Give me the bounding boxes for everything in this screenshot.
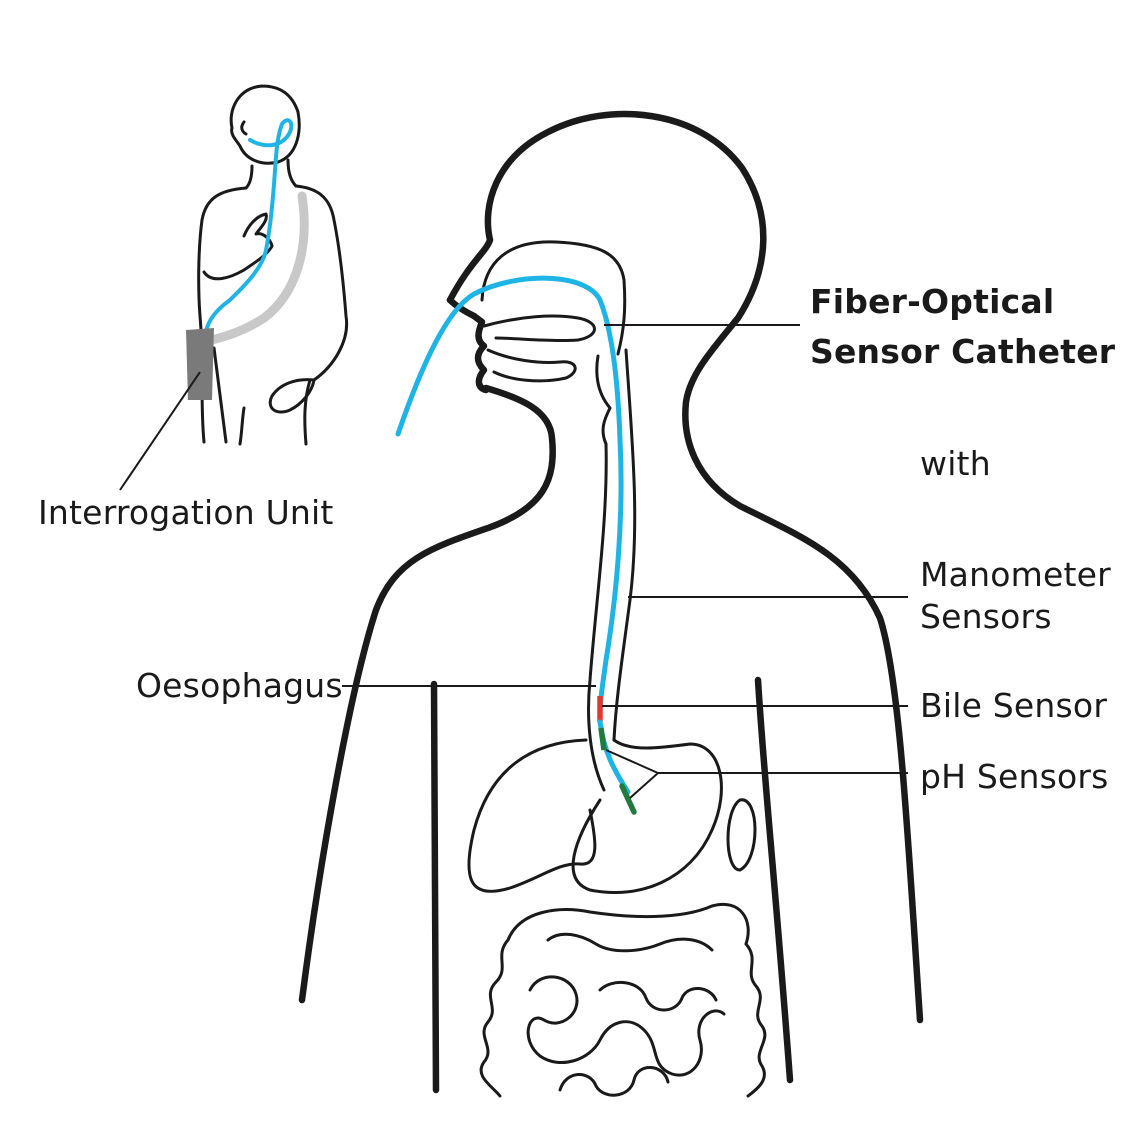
interrogation-unit-label: Interrogation Unit	[38, 493, 334, 532]
with-label: with	[920, 444, 991, 483]
catheter-small	[204, 118, 294, 334]
catheter-large	[395, 275, 624, 715]
manometer-label-line2: Sensors	[920, 597, 1052, 636]
ph-sensor-lower	[619, 783, 637, 815]
right-arm-line	[754, 676, 794, 1084]
interrogation-unit-device	[186, 328, 214, 400]
catheter-label-line1: Fiber-Optical	[810, 282, 1055, 321]
ph-sensor-upper	[598, 727, 607, 751]
large-body-outline	[298, 110, 924, 1024]
leader-interrogation	[119, 371, 201, 491]
left-arm-line	[430, 680, 440, 1094]
internal-anatomy	[467, 240, 767, 1098]
leader-ph	[605, 749, 908, 799]
oesophagus-label: Oesophagus	[136, 666, 343, 705]
shoulder-strap	[207, 191, 309, 345]
small-person-figure	[197, 84, 349, 446]
ph-sensors-label: pH Sensors	[920, 757, 1109, 796]
catheter-label-line2: Sensor Catheter	[810, 332, 1116, 371]
manometer-label-line1: Manometer	[920, 555, 1111, 594]
bile-sensor-label: Bile Sensor	[920, 686, 1108, 725]
